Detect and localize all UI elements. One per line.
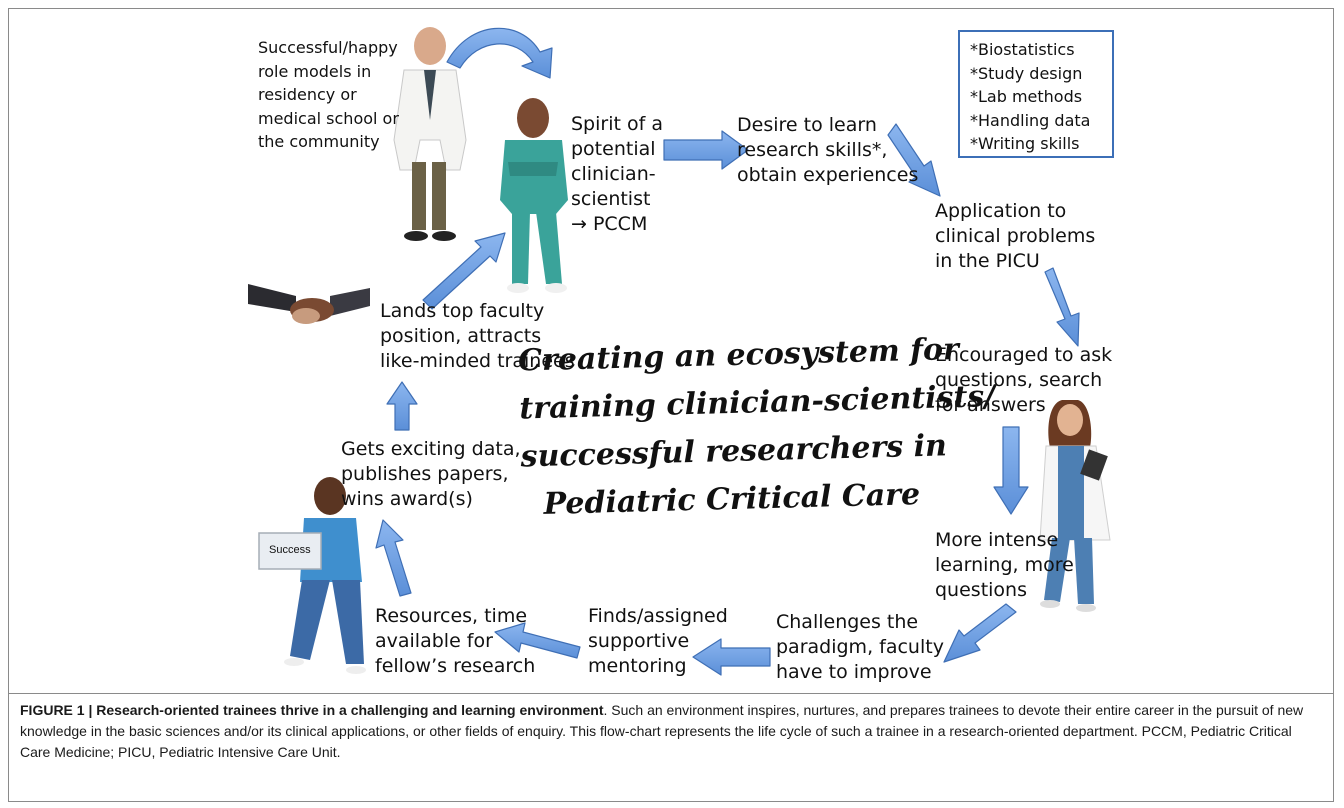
node-challenges: Challenges the paradigm, faculty have to… (776, 611, 944, 683)
flow-diagram: Success Successful/happy role models in … (248, 27, 1114, 683)
figure-caption: FIGURE 1 | Research-oriented trainees th… (20, 700, 1325, 763)
node-finds: Finds/assigned supportive mentoring (588, 605, 728, 677)
arrow-spirit-to-desire (663, 130, 749, 170)
caption-body: . Such an environment inspires, nurtures… (20, 702, 1304, 760)
skills-box: *Biostatistics *Study design *Lab method… (958, 30, 1114, 158)
center-title: Creating an ecosystem for training clini… (518, 327, 996, 530)
node-encouraged: Encouraged to ask questions, search for … (935, 344, 1113, 416)
arrow-data-to-lands (386, 381, 418, 431)
caption-divider (8, 693, 1334, 694)
node-resources: Resources, time available for fellow’s r… (375, 605, 536, 677)
node-role-models: Successful/happy role models in residenc… (258, 38, 399, 151)
arrow-challenges-to-finds (692, 638, 771, 676)
skill-item: *Study design (970, 63, 1083, 83)
arrow-lands-to-spirit (422, 232, 506, 310)
arrow-application-to-encouraged (1044, 267, 1080, 347)
skill-item: *Biostatistics (970, 40, 1075, 59)
arrow-intense-to-challenges (943, 603, 1017, 663)
node-gets-data: Gets exciting data, publishes papers, wi… (341, 438, 521, 510)
arrow-finds-to-resources (494, 622, 581, 659)
arrow-rolemodel-to-spirit (446, 27, 553, 79)
node-spirit: Spirit of a potential clinician- scienti… (571, 113, 663, 235)
caption-lead: FIGURE 1 | Research-oriented trainees th… (20, 702, 604, 718)
node-more-intense: More intense learning, more questions (935, 529, 1074, 601)
arrow-encouraged-to-intense (993, 426, 1029, 515)
skill-item: *Handling data (970, 110, 1091, 130)
node-application: Application to clinical problems in the … (935, 200, 1096, 272)
flow-arrows (375, 27, 1080, 676)
skill-item: *Lab methods (970, 87, 1083, 106)
success-sign-text: Success (269, 544, 311, 556)
arrow-desire-to-application (887, 123, 941, 197)
node-desire: Desire to learn research skills*, obtain… (737, 114, 919, 186)
skill-item: *Writing skills (970, 134, 1080, 153)
node-lands: Lands top faculty position, attracts lik… (380, 300, 575, 372)
arrow-resources-to-data (375, 519, 412, 597)
